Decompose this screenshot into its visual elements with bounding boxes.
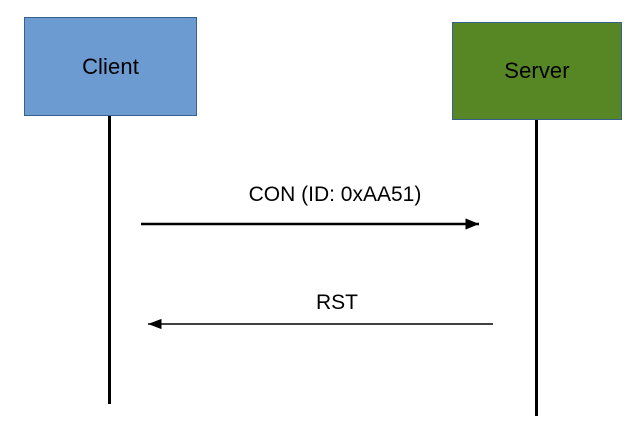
- lifeline-server: [535, 120, 538, 416]
- participant-label-server: Server: [504, 58, 570, 83]
- message-label-con: CON (ID: 0xAA51): [248, 183, 422, 206]
- participant-box-server[interactable]: Server: [452, 22, 622, 120]
- participant-box-client[interactable]: Client: [24, 17, 197, 116]
- message-label-rst: RST: [316, 291, 358, 314]
- lifeline-client: [108, 116, 111, 404]
- participant-label-client: Client: [82, 53, 139, 79]
